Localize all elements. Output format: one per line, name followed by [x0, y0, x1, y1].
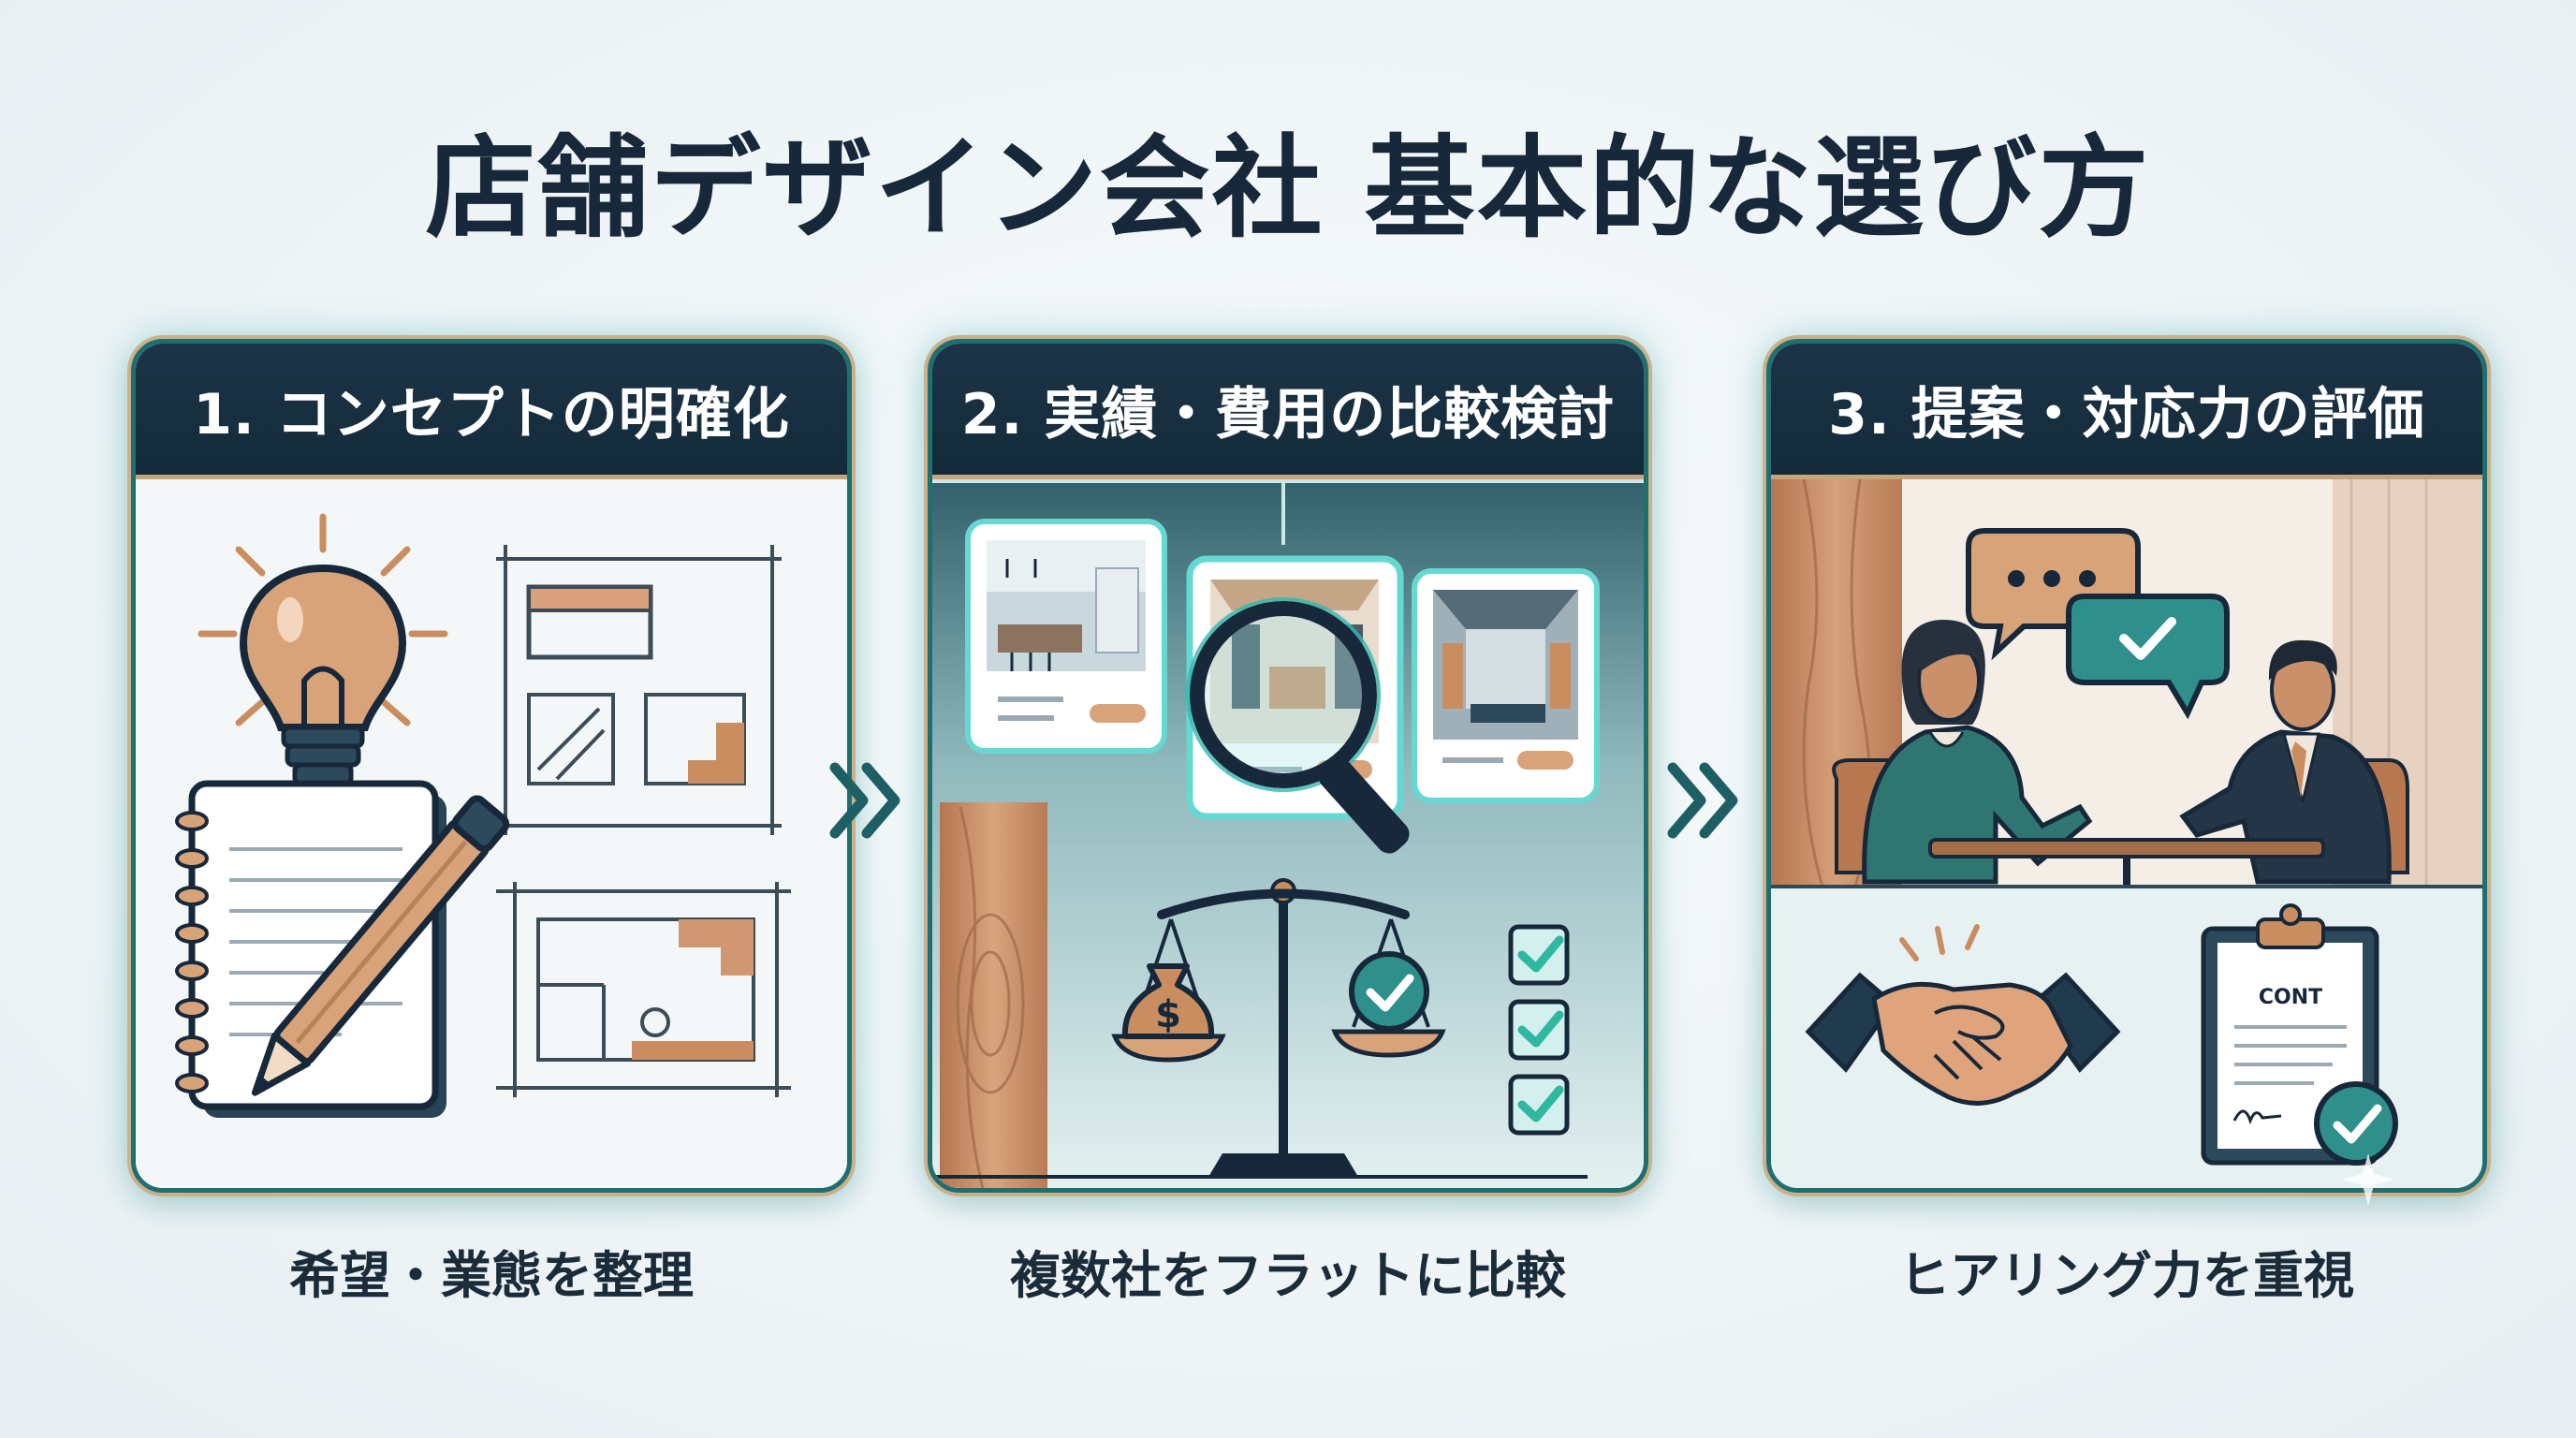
step-1-caption: 希望・業態を整理	[289, 1246, 694, 1305]
sparkle-icon	[2342, 1153, 2394, 1206]
step-card-1: 1. コンセプトの明確化	[131, 339, 852, 1193]
page-title: 店舗デザイン会社 基本的な選び方	[425, 124, 2151, 253]
chevron-double-right-icon	[829, 762, 900, 839]
step-card-1-title: 1. コンセプトの明確化	[193, 381, 790, 448]
clipboard-contract-icon: CONT	[2201, 903, 2398, 1166]
step-card-3: 3. 提案・対応力の評価	[1766, 339, 2487, 1193]
speech-bubble-icon	[2066, 594, 2230, 720]
step-card-1-header: 1. コンセプトの明確化	[136, 344, 847, 479]
storefront-card-icon	[1412, 568, 1600, 803]
man-figure	[2179, 639, 2392, 885]
step-card-2-header: 2. 実績・費用の比較検討	[932, 344, 1644, 479]
checkbox-icon	[1508, 924, 1570, 1136]
step-2-caption: 複数社をフラットに比較	[1010, 1246, 1566, 1305]
scale-icon	[1111, 878, 1446, 1177]
step-card-2-illustration: $	[932, 479, 1644, 1188]
svg-text:$: $	[1155, 993, 1181, 1036]
pencil-icon	[251, 795, 510, 1096]
step-card-3-title: 3. 提案・対応力の評価	[1828, 381, 2425, 448]
storefront-card-icon	[965, 519, 1167, 754]
handshake-icon	[1805, 924, 2121, 1106]
step-card-2-title: 2. 実績・費用の比較検討	[960, 381, 1616, 448]
money-bag-icon: $	[1121, 963, 1215, 1039]
step-card-3-header: 3. 提案・対応力の評価	[1771, 344, 2482, 479]
step-card-1-illustration	[136, 479, 847, 1188]
step-3-caption: ヒアリング力を重視	[1899, 1246, 2354, 1305]
floorplan-icon	[496, 545, 791, 1097]
chevron-double-right-icon	[1667, 762, 1738, 839]
lightbulb-icon	[198, 513, 448, 786]
contract-label: CONT	[2259, 986, 2322, 1009]
step-card-2: 2. 実績・費用の比較検討	[928, 339, 1648, 1193]
magnifier-icon	[1186, 597, 1410, 854]
step-card-3-illustration: CONT	[1771, 479, 2482, 1188]
